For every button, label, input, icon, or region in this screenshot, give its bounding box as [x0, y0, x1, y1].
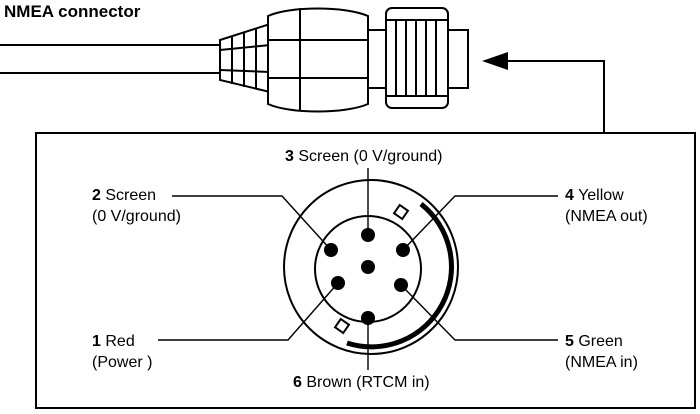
detail-frame	[35, 132, 696, 409]
connector-body	[267, 7, 369, 113]
pin-2-detail: (0 V/ground)	[92, 208, 181, 225]
pin-6-name: Brown (RTCM in)	[306, 374, 430, 391]
pin-4-detail: (NMEA out)	[565, 208, 648, 225]
pin-2-number: 2	[92, 187, 101, 204]
leader-pin-4	[402, 195, 558, 251]
pin-1-number: 1	[92, 333, 101, 350]
leader-pin-5	[400, 284, 558, 341]
pin-1-detail: (Power )	[92, 354, 153, 371]
pin-1-name: Red	[105, 333, 135, 350]
pin-2-label: 2 Screen (0 V/ground)	[92, 185, 181, 227]
pin-3-number: 3	[285, 148, 294, 165]
pin-5-label: 5 Green (NMEA in)	[565, 331, 638, 373]
leader-pin-2	[172, 195, 332, 251]
pin-5-name: Green	[578, 333, 623, 350]
pointer-arrow	[482, 52, 605, 133]
strain-relief	[219, 22, 271, 94]
pin-4-name: Yellow	[578, 187, 624, 204]
pin-3-name: Screen (0 V/ground)	[298, 148, 443, 165]
pin-4-label: 4 Yellow (NMEA out)	[565, 185, 648, 227]
diagram-title: NMEA connector	[4, 2, 141, 21]
pin-5-number: 5	[565, 333, 574, 350]
cable	[0, 44, 222, 74]
pin-4-number: 4	[565, 187, 574, 204]
pin-6-label: 6 Brown (RTCM in)	[293, 372, 430, 393]
pin-1-label: 1 Red (Power )	[92, 331, 152, 373]
leader-lines	[158, 168, 558, 370]
pin-center	[361, 260, 375, 274]
pins	[324, 228, 410, 325]
coupling-nut	[368, 7, 469, 109]
pin-5-detail: (NMEA in)	[565, 354, 638, 371]
leader-pin-1	[158, 282, 339, 341]
pin-2-name: Screen	[105, 187, 157, 204]
pin-6-number: 6	[293, 374, 302, 391]
pin-3-label: 3 Screen (0 V/ground)	[285, 146, 442, 167]
